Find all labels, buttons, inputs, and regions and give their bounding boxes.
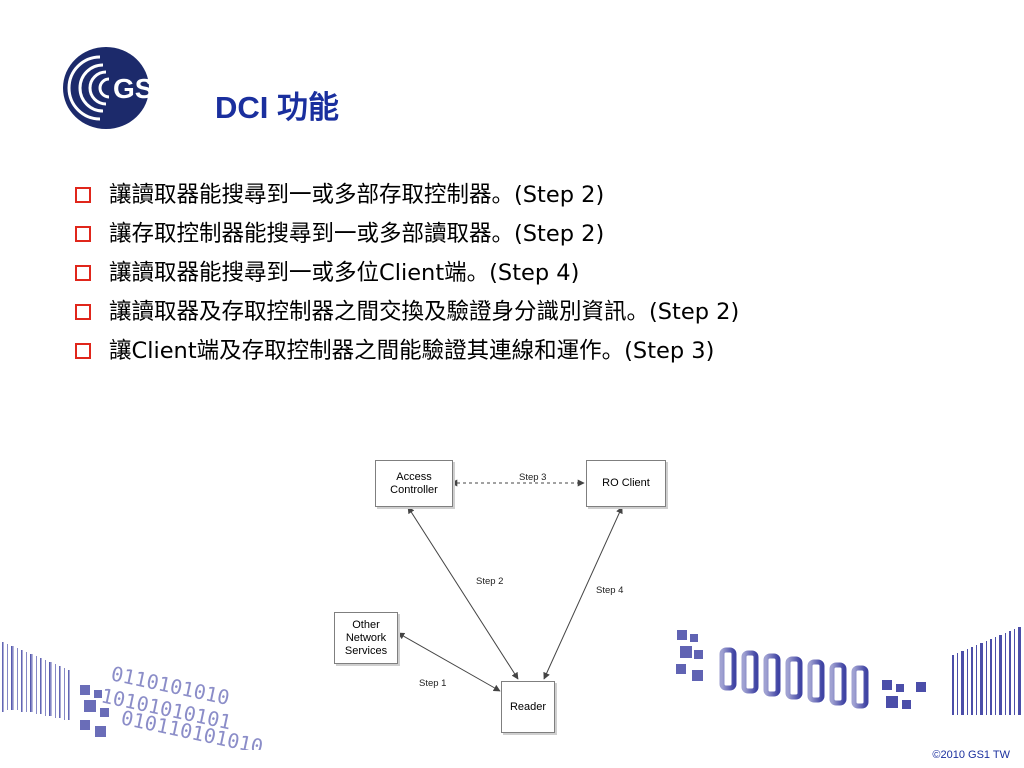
copyright-footer: ©2010 GS1 TW <box>932 749 1010 761</box>
edge-step1 <box>397 632 501 692</box>
gs1-logo-mark: GS1 <box>63 47 169 129</box>
bullet-item: 讓讀取器能搜尋到一或多部存取控制器。(Step 2) <box>73 180 953 210</box>
bullet-text: 讓讀取器及存取控制器之間交換及驗證身分識別資訊。(Step 2) <box>109 299 740 325</box>
node-ro-client: RO Client <box>586 460 666 507</box>
binary-barcode-band-left: 0110101010 10101010101 010110101010 <box>2 642 265 750</box>
diagram-edges <box>397 479 623 692</box>
edge-label-step3: Step 3 <box>519 472 547 483</box>
bullet-square-icon <box>75 187 91 203</box>
bullet-text: 讓讀取器能搜尋到一或多位Client端。(Step 4) <box>109 260 580 286</box>
bullet-square-icon <box>75 304 91 320</box>
bullet-text: 讓存取控制器能搜尋到一或多部讀取器。(Step 2) <box>109 221 605 247</box>
edge-label-step4: Step 4 <box>596 585 624 596</box>
edge-step4 <box>543 506 623 680</box>
bullet-square-icon <box>75 265 91 281</box>
binary-barcode-band-right <box>676 627 1021 715</box>
bullet-text: 讓Client端及存取控制器之間能驗證其連線和運作。(Step 3) <box>109 338 715 364</box>
edge-label-step2: Step 2 <box>476 576 504 587</box>
edge-label-step1: Step 1 <box>419 678 447 689</box>
dci-diagram: Access Controller RO Client Other Networ… <box>320 455 680 745</box>
node-access-controller: Access Controller <box>375 460 453 507</box>
node-other-network-services: Other Network Services <box>334 612 398 664</box>
slide-title: DCI 功能 <box>215 90 339 125</box>
bullet-list: 讓讀取器能搜尋到一或多部存取控制器。(Step 2) 讓存取控制器能搜尋到一或多… <box>73 180 953 375</box>
bullet-item: 讓讀取器及存取控制器之間交換及驗證身分識別資訊。(Step 2) <box>73 297 953 327</box>
node-reader: Reader <box>501 681 555 733</box>
bullet-text: 讓讀取器能搜尋到一或多部存取控制器。(Step 2) <box>109 182 605 208</box>
bullet-square-icon <box>75 226 91 242</box>
gs1-logo: GS1 <box>60 45 169 131</box>
bullet-item: 讓存取控制器能搜尋到一或多部讀取器。(Step 2) <box>73 219 953 249</box>
bullet-square-icon <box>75 343 91 359</box>
edge-step2 <box>407 506 519 680</box>
bullet-item: 讓Client端及存取控制器之間能驗證其連線和運作。(Step 3) <box>73 336 953 366</box>
gs1-logo-text: GS1 <box>113 73 166 104</box>
bullet-item: 讓讀取器能搜尋到一或多位Client端。(Step 4) <box>73 258 953 288</box>
